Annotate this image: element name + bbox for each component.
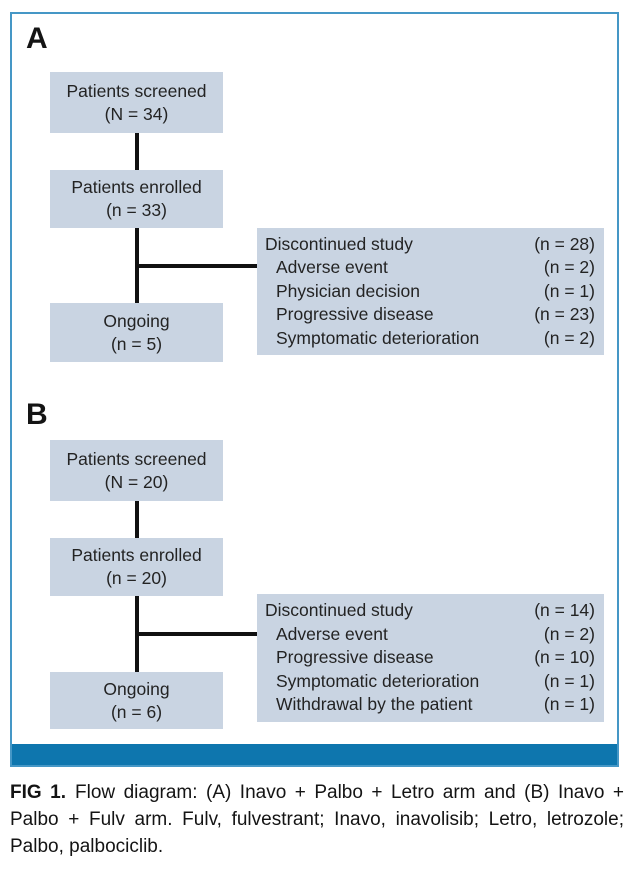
figure-caption-tag: FIG 1. <box>10 782 66 803</box>
discontinued-item-label: Withdrawal by the patient <box>276 694 473 715</box>
panel-b-discontinued-item-row: Withdrawal by the patient (n = 1) <box>265 693 595 717</box>
discontinued-item-label: Progressive disease <box>276 304 434 325</box>
figure-frame: A Patients screened (N = 34) Patients en… <box>10 12 619 767</box>
discontinued-item-label: Symptomatic deterioration <box>276 327 480 348</box>
discontinued-item-label: Symptomatic deterioration <box>276 670 480 691</box>
discontinued-item-count: (n = 2) <box>543 327 595 348</box>
panel-a-screened-line1: Patients screened <box>66 80 207 101</box>
panel-a-ongoing-line1: Ongoing <box>103 310 170 331</box>
discontinued-item-count: (n = 1) <box>543 694 595 715</box>
panel-b-discontinued-item-row: Symptomatic deterioration (n = 1) <box>265 670 595 694</box>
panel-b-discontinued-box: Discontinued study (n = 14) Adverse even… <box>257 594 604 722</box>
panel-b-screened-line2: (N = 20) <box>104 471 169 492</box>
panel-b-label: B <box>26 398 49 431</box>
panel-a-enrolled-line1: Patients enrolled <box>71 177 202 197</box>
discontinued-item-count: (n = 1) <box>543 670 595 691</box>
discontinued-item-label: Adverse event <box>276 623 388 644</box>
discontinued-item-label: Progressive disease <box>276 647 434 668</box>
panel-a-connector-screened-enrolled <box>135 133 139 170</box>
panel-b-enrolled-line2: (n = 20) <box>106 568 167 588</box>
panel-a-connector-branch-discontinued <box>137 264 258 268</box>
discontinued-item-label: Physician decision <box>276 280 420 301</box>
discontinued-title-label: Discontinued study <box>265 233 413 254</box>
panel-a-discontinued-title-row: Discontinued study (n = 28) <box>265 233 595 257</box>
panel-b-discontinued-item-row: Adverse event (n = 2) <box>265 623 595 647</box>
panel-a-discontinued-item-row: Physician decision (n = 1) <box>265 280 595 304</box>
panel-a-label: A <box>26 22 49 55</box>
panel-a-discontinued-item-row: Symptomatic deterioration (n = 2) <box>265 327 595 351</box>
figure-bottom-accent-bar <box>12 744 617 765</box>
panel-a-screened-line2: (N = 34) <box>104 103 169 124</box>
panel-a-enrolled-line2: (n = 33) <box>106 200 167 220</box>
discontinued-item-count: (n = 1) <box>543 280 595 301</box>
panel-a-discontinued-item-row: Progressive disease (n = 23) <box>265 303 595 327</box>
discontinued-item-count: (n = 2) <box>543 623 595 644</box>
panel-b-screened-line1: Patients screened <box>66 448 207 469</box>
panel-b-connector-branch-discontinued <box>137 632 258 636</box>
panel-a-discontinued-box: Discontinued study (n = 28) Adverse even… <box>257 228 604 355</box>
panel-b-ongoing-line1: Ongoing <box>103 678 170 699</box>
panel-b-screened-box: Patients screened (N = 20) <box>50 440 223 501</box>
discontinued-item-count: (n = 10) <box>534 647 595 668</box>
discontinued-title-count: (n = 28) <box>534 233 595 254</box>
figure-caption-text: Flow diagram: (A) Inavo + Palbo + Letro … <box>10 782 625 857</box>
figure-caption: FIG 1.Flow diagram: (A) Inavo + Palbo + … <box>10 779 624 860</box>
discontinued-item-count: (n = 23) <box>534 304 595 325</box>
panel-a-discontinued-item-row: Adverse event (n = 2) <box>265 256 595 280</box>
discontinued-item-count: (n = 2) <box>543 257 595 278</box>
panel-b-ongoing-line2: (n = 6) <box>110 701 163 722</box>
discontinued-item-label: Adverse event <box>276 257 388 278</box>
panel-a-enrolled-box: Patients enrolled (n = 33) <box>50 170 223 228</box>
panel-a-screened-box: Patients screened (N = 34) <box>50 72 223 133</box>
panel-b-enrolled-line1: Patients enrolled <box>71 545 202 565</box>
discontinued-title-count: (n = 14) <box>534 600 595 621</box>
panel-a-ongoing-line2: (n = 5) <box>110 333 163 354</box>
panel-a-ongoing-box: Ongoing (n = 5) <box>50 303 223 362</box>
panel-b-enrolled-box: Patients enrolled (n = 20) <box>50 538 223 596</box>
panel-b-discontinued-title-row: Discontinued study (n = 14) <box>265 599 595 623</box>
panel-b-discontinued-item-row: Progressive disease (n = 10) <box>265 646 595 670</box>
panel-b-connector-screened-enrolled <box>135 501 139 538</box>
discontinued-title-label: Discontinued study <box>265 600 413 621</box>
panel-b-ongoing-box: Ongoing (n = 6) <box>50 672 223 729</box>
